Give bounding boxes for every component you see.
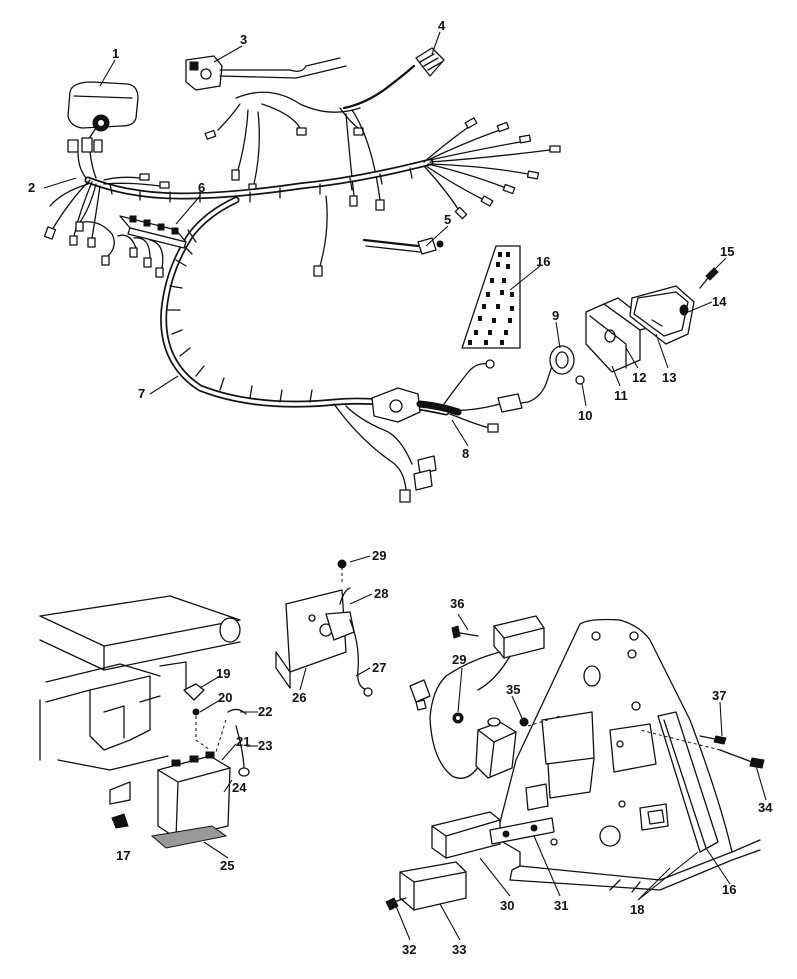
decal-sheet [461,245,521,349]
callout-21: 21 [236,734,250,749]
callout-16-panel: 16 [722,882,736,897]
callout-19: 19 [216,666,230,681]
callout-14: 14 [712,294,727,309]
callout-22: 22 [258,704,272,719]
terminal-block [119,215,187,249]
callout-8: 8 [462,446,469,461]
battery [157,751,231,839]
callout-33: 33 [452,942,466,957]
ignition-bracket [275,559,373,697]
callout-10: 10 [578,408,592,423]
callout-24: 24 [232,780,247,795]
callout-34: 34 [758,800,773,815]
callout-32: 32 [402,942,416,957]
battery-pad [150,825,228,849]
mounting-bolt-right [639,729,765,769]
callout-leaders [43,31,767,941]
harness-branch-wires [313,117,561,277]
panel-hardware [451,625,561,727]
taillight-socket [497,345,585,413]
switch-part [185,55,347,91]
callout-28: 28 [374,586,388,601]
panel-decal-strip [657,711,719,853]
electrical-panel [495,618,761,893]
harness-connector-block [333,359,501,503]
main-connector [342,47,445,110]
callout-37: 37 [712,688,726,703]
main-harness [84,158,450,416]
callout-12: 12 [632,370,646,385]
callout-15: 15 [720,244,734,259]
callout-4: 4 [438,18,446,33]
callout-1: 1 [112,46,119,61]
headlight-connector [67,137,103,179]
callout-30: 30 [500,898,514,913]
callout-7: 7 [138,386,145,401]
callout-17: 17 [116,848,130,863]
callout-2: 2 [28,180,35,195]
callout-labels: 1 2 3 4 5 6 7 8 9 10 11 12 13 14 15 16 1… [28,18,773,957]
ignition-coil [475,717,517,779]
callout-9: 9 [552,308,559,323]
battery-vent-parts [183,683,250,777]
callout-29-bracket: 29 [372,548,386,563]
callout-35: 35 [506,682,520,697]
callout-27: 27 [372,660,386,675]
headlight-wire-fan [43,173,170,278]
callout-31: 31 [554,898,568,913]
cdi-module [409,615,545,779]
jumper-wire [362,237,444,255]
callout-23: 23 [258,738,272,753]
rectifier-assembly [385,811,555,911]
callout-18: 18 [630,902,644,917]
callout-11: 11 [614,388,628,403]
headlight-assembly [67,81,139,141]
callout-6: 6 [198,180,205,195]
callout-16-decal: 16 [536,254,550,269]
callout-3: 3 [240,32,247,47]
taillight-screw [699,267,719,289]
callout-20: 20 [218,690,232,705]
frame-section [39,595,241,829]
callout-36: 36 [450,596,464,611]
callout-13: 13 [662,370,676,385]
callout-26: 26 [292,690,306,705]
callout-25: 25 [220,858,234,873]
callout-5: 5 [444,212,451,227]
callout-29-panel: 29 [452,652,466,667]
taillight-housing [629,285,695,345]
